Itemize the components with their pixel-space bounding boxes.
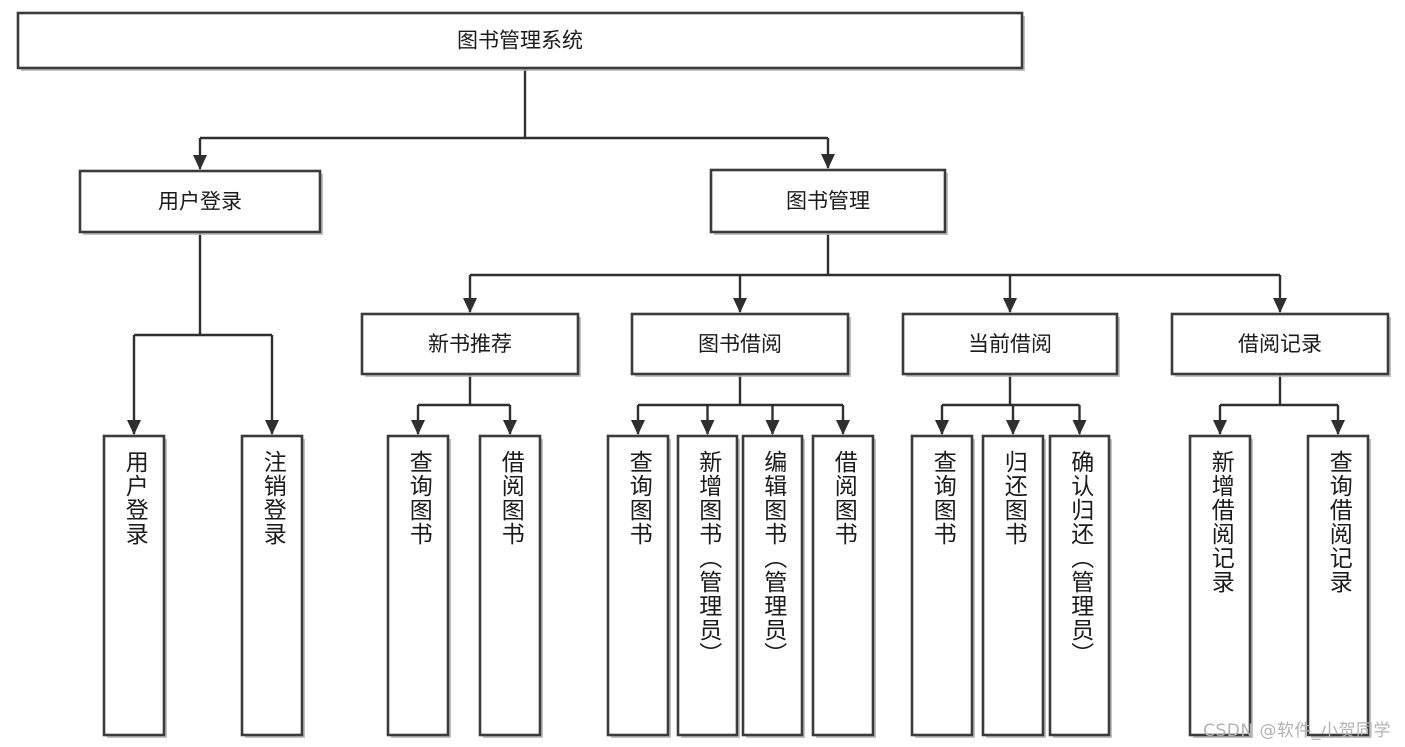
arrow-head bbox=[1331, 420, 1345, 435]
node-box-leaf-confirm-return[interactable] bbox=[1048, 434, 1111, 737]
node-box-root[interactable] bbox=[16, 11, 1024, 70]
arrow-head bbox=[935, 420, 949, 435]
node-label-current-borrow: 当前借阅 bbox=[968, 332, 1052, 356]
node-label-book-borrow: 图书借阅 bbox=[698, 332, 782, 356]
node-label-new-book-recommend: 新书推荐 bbox=[428, 332, 512, 356]
node-box-leaf-query-book-3[interactable] bbox=[910, 434, 974, 737]
node-label-book-manage: 图书管理 bbox=[786, 189, 870, 213]
node-label-borrow-record: 借阅记录 bbox=[1238, 332, 1322, 356]
arrow-head bbox=[1072, 420, 1087, 435]
arrow-head bbox=[1006, 420, 1020, 435]
arrow-head bbox=[1003, 298, 1017, 313]
arrow-head bbox=[765, 420, 780, 435]
arrow-head bbox=[836, 420, 850, 435]
node-box-leaf-user-logout[interactable] bbox=[240, 434, 304, 737]
arrow-head bbox=[1273, 298, 1287, 313]
arrow-head bbox=[1213, 420, 1227, 435]
node-box-user-login[interactable] bbox=[78, 169, 322, 234]
arrow-head bbox=[193, 155, 207, 170]
node-box-leaf-borrow-book-2[interactable] bbox=[811, 434, 875, 737]
node-box-new-book-recommend[interactable] bbox=[360, 312, 580, 376]
arrow-head bbox=[411, 420, 425, 435]
node-box-leaf-edit-book[interactable] bbox=[741, 434, 804, 737]
arrow-head bbox=[631, 420, 645, 435]
arrow-head bbox=[821, 154, 835, 169]
node-box-leaf-borrow-book-1[interactable] bbox=[478, 434, 542, 737]
node-box-leaf-add-record[interactable] bbox=[1188, 434, 1252, 737]
node-box-leaf-query-book-1[interactable] bbox=[386, 434, 450, 737]
node-box-current-borrow[interactable] bbox=[901, 312, 1119, 376]
boxes-layer bbox=[16, 11, 1391, 738]
arrow-head bbox=[265, 420, 279, 435]
arrow-head bbox=[463, 298, 477, 313]
arrow-head bbox=[700, 420, 715, 435]
node-box-book-manage[interactable] bbox=[709, 168, 947, 234]
node-box-leaf-return-book[interactable] bbox=[981, 434, 1045, 737]
arrow-head bbox=[127, 420, 141, 435]
node-box-borrow-record[interactable] bbox=[1170, 312, 1390, 376]
node-label-root: 图书管理系统 bbox=[457, 29, 583, 53]
node-box-leaf-add-book[interactable] bbox=[676, 434, 739, 737]
arrow-head bbox=[503, 420, 517, 435]
node-box-book-borrow[interactable] bbox=[630, 312, 850, 376]
node-box-leaf-query-book-2[interactable] bbox=[606, 434, 670, 737]
node-box-leaf-query-record[interactable] bbox=[1306, 434, 1370, 737]
arrow-head bbox=[733, 298, 747, 313]
connectors-layer bbox=[127, 68, 1345, 435]
node-label-user-login: 用户登录 bbox=[158, 190, 242, 214]
node-box-leaf-user-login[interactable] bbox=[102, 434, 166, 737]
